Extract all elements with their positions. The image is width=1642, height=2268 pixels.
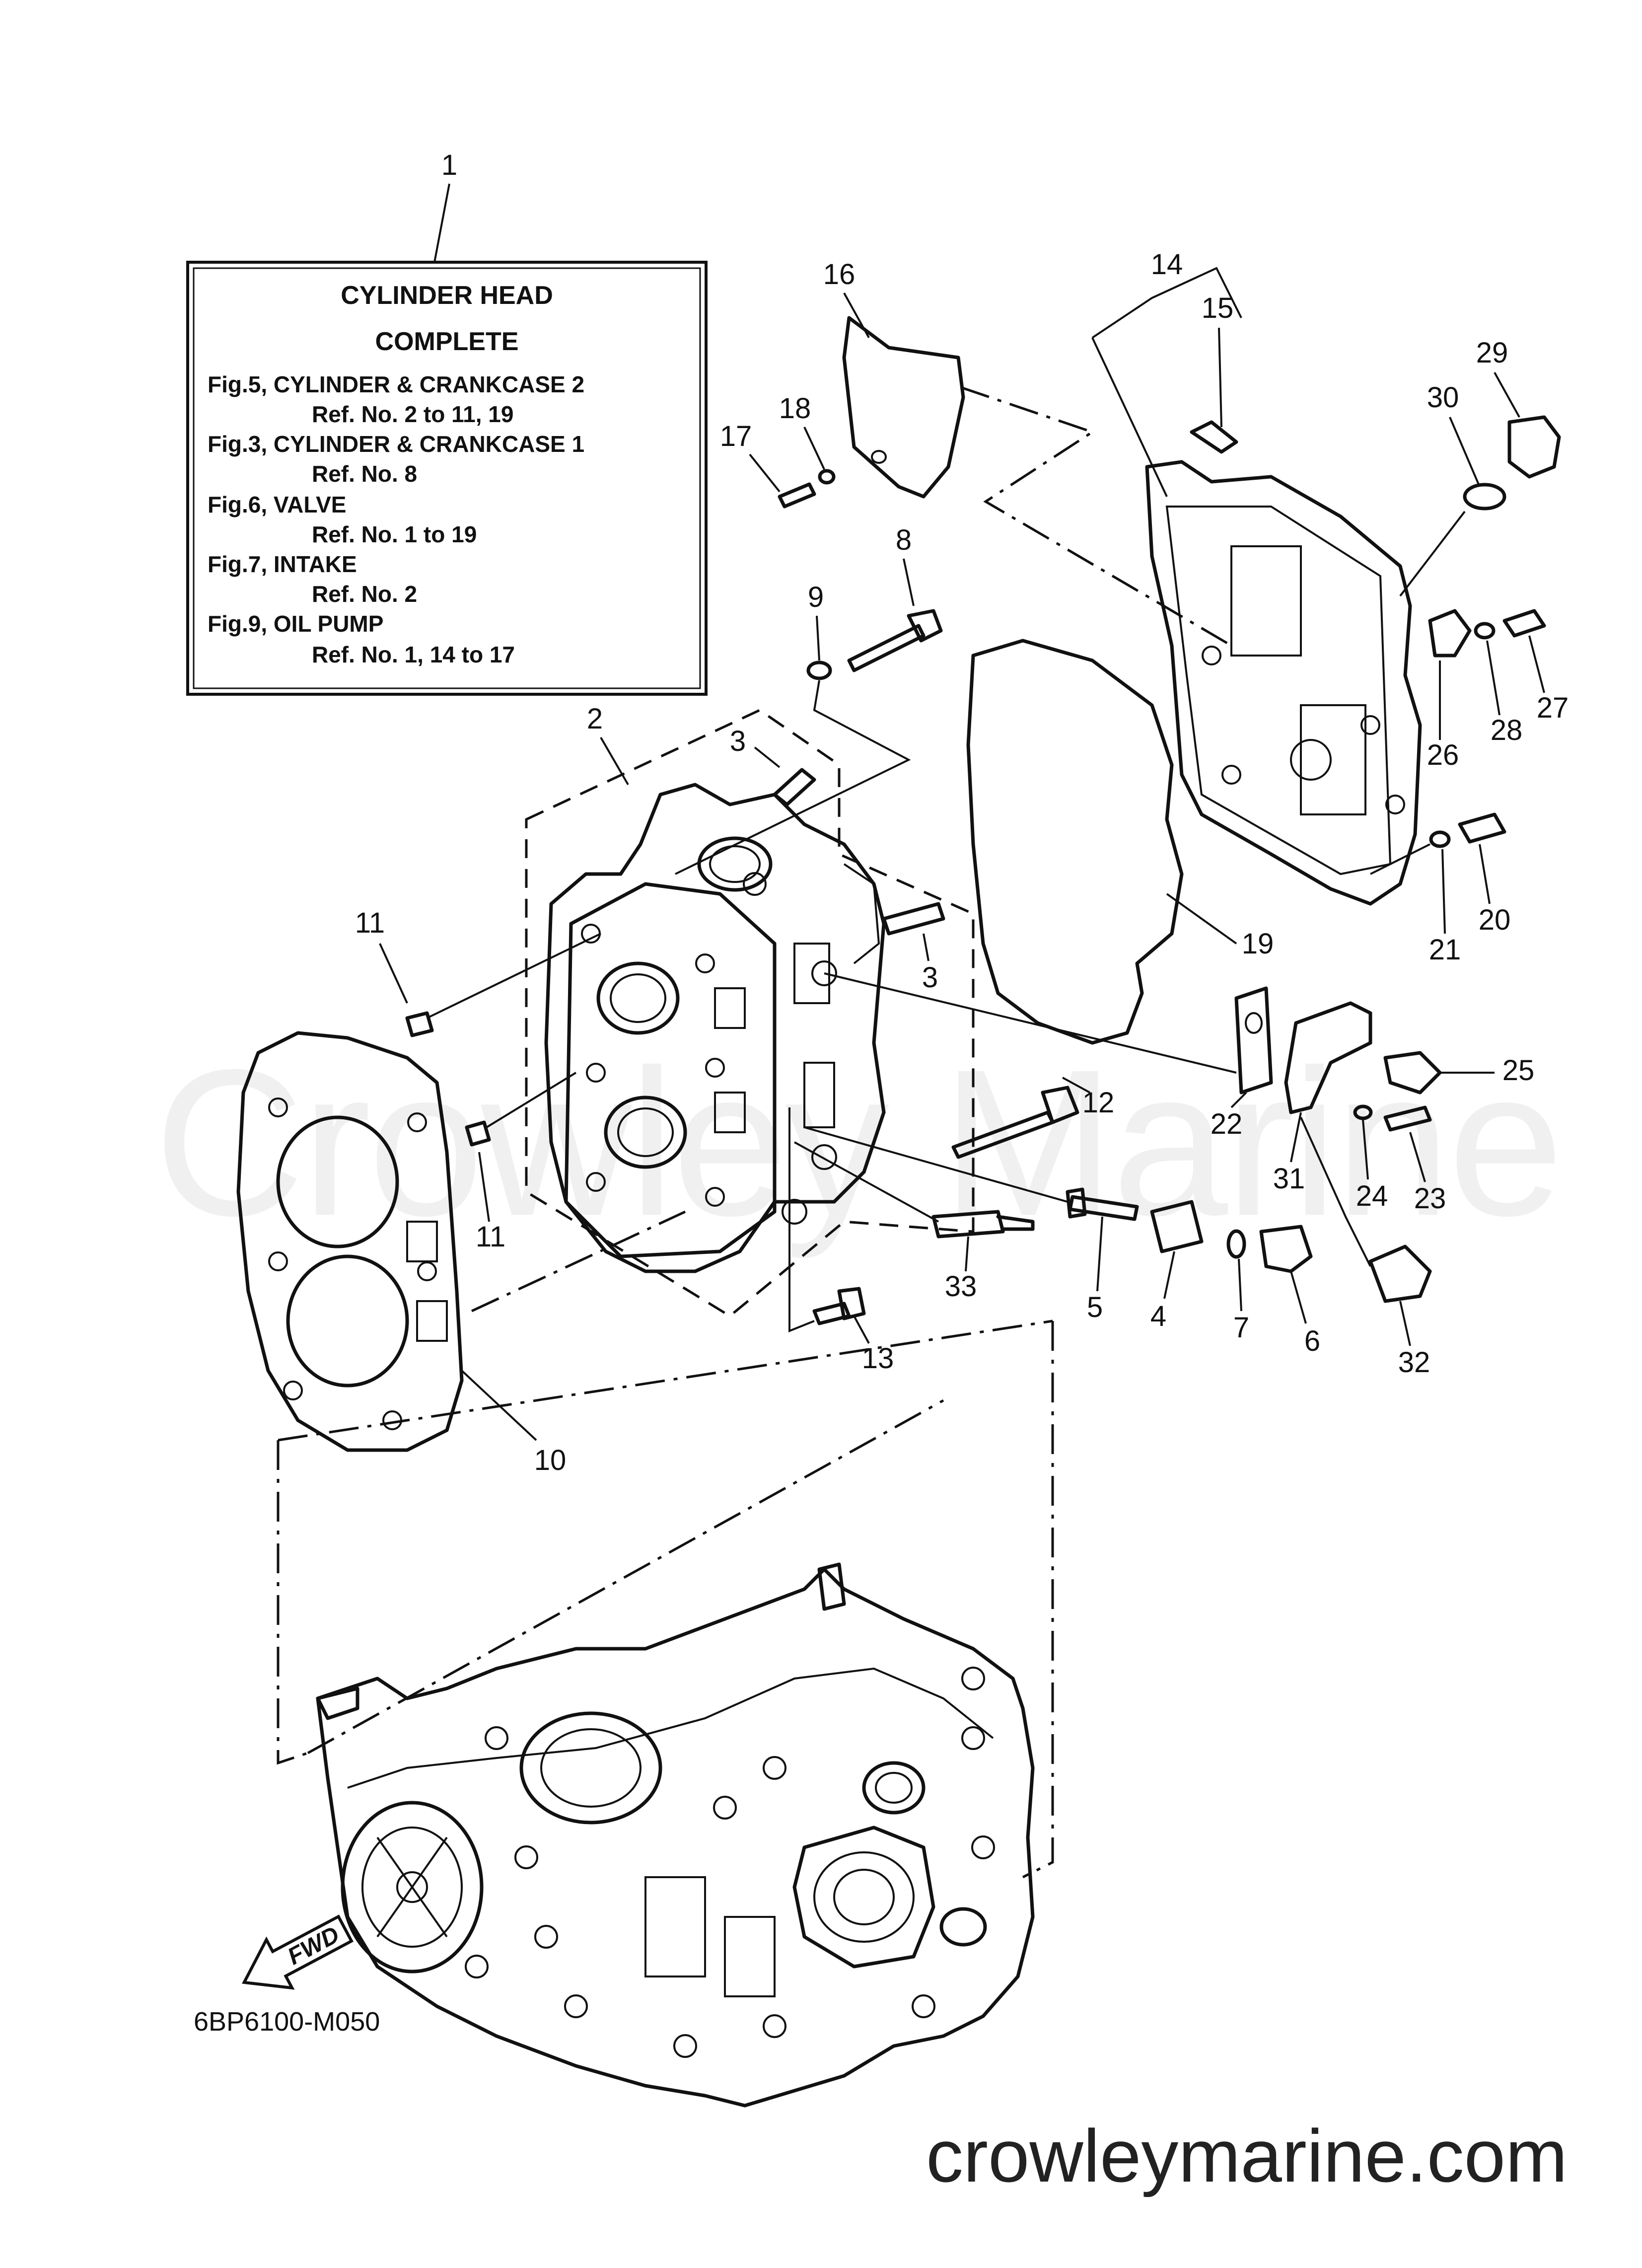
callout-30: 30 bbox=[1427, 381, 1459, 414]
callout-3a: 3 bbox=[730, 725, 746, 757]
callout-22: 22 bbox=[1211, 1108, 1243, 1140]
plug-6: 6 bbox=[1259, 1225, 1320, 1357]
info-line: Ref. No. 1, 14 to 17 bbox=[312, 642, 515, 667]
bolt-27: 27 bbox=[1502, 609, 1569, 724]
head-gasket: 10 bbox=[236, 1031, 567, 1476]
callout-23: 23 bbox=[1414, 1182, 1446, 1215]
info-line: Fig.9, OIL PUMP bbox=[208, 611, 383, 637]
crankcase-block bbox=[316, 1562, 1035, 2108]
callout-1: 1 bbox=[441, 149, 457, 181]
cylinder-head-cover: 14 bbox=[1091, 248, 1422, 906]
info-line: Ref. No. 8 bbox=[312, 461, 417, 487]
callout-32: 32 bbox=[1398, 1346, 1430, 1379]
callout-21: 21 bbox=[1429, 934, 1461, 966]
callout-16: 16 bbox=[823, 258, 856, 291]
pin-15: 15 bbox=[1190, 292, 1238, 454]
callout-14: 14 bbox=[1151, 248, 1183, 281]
washer-24: 24 bbox=[1353, 1104, 1388, 1212]
bolt-12: 12 bbox=[951, 1077, 1114, 1159]
bracket-31: 31 bbox=[1273, 1001, 1372, 1267]
alignment-frame-top bbox=[278, 1319, 1053, 1442]
cover-16: 16 bbox=[823, 258, 1232, 647]
info-box: 1 CYLINDER HEAD COMPLETE Fig.5, CYLINDER… bbox=[186, 149, 708, 696]
fwd-arrow-icon: FWD bbox=[242, 1914, 354, 1990]
info-line: Fig.6, VALVE bbox=[208, 492, 346, 517]
dowel-11-upper: 11 bbox=[355, 907, 601, 1037]
callout-8: 8 bbox=[896, 524, 912, 556]
callout-28: 28 bbox=[1491, 714, 1523, 746]
callout-15: 15 bbox=[1202, 292, 1234, 324]
info-line: Ref. No. 1 to 19 bbox=[312, 521, 477, 547]
diagram-code: 6BP6100-M050 bbox=[194, 2007, 380, 2037]
sensor-33: 33 bbox=[794, 1141, 1035, 1303]
plate-22: 22 bbox=[824, 972, 1273, 1140]
callout-27: 27 bbox=[1537, 692, 1569, 724]
sleeve-4: 4 bbox=[1150, 1200, 1204, 1332]
dowel-11-lower: 11 bbox=[465, 1072, 577, 1253]
callout-10: 10 bbox=[534, 1444, 567, 1476]
site-url[interactable]: crowleymarine.com bbox=[926, 2114, 1568, 2197]
callout-20: 20 bbox=[1479, 904, 1511, 936]
alignment-frame-left bbox=[277, 1440, 308, 1765]
callout-4: 4 bbox=[1150, 1300, 1166, 1332]
callout-17: 17 bbox=[720, 420, 752, 452]
cover-gasket-19: 19 bbox=[966, 639, 1274, 1045]
callout-29: 29 bbox=[1476, 337, 1508, 369]
info-line: Ref. No. 2 to 11, 19 bbox=[312, 401, 513, 427]
bolt-20: 20 bbox=[1458, 812, 1511, 936]
alignment-frame-diag bbox=[307, 1399, 944, 1755]
dowel-pin-upper: 3 bbox=[730, 725, 816, 806]
callout-11b: 11 bbox=[476, 1221, 505, 1253]
clamp-25: 25 bbox=[1383, 1051, 1535, 1095]
o-ring-30: 30 bbox=[1399, 381, 1506, 597]
callout-5: 5 bbox=[1087, 1291, 1103, 1323]
info-line: Fig.5, CYLINDER & CRANKCASE 2 bbox=[208, 371, 584, 397]
alignment-frame bbox=[471, 1210, 686, 1313]
washer-18: 18 bbox=[779, 392, 836, 485]
callout-3b: 3 bbox=[922, 961, 938, 994]
callout-2: 2 bbox=[587, 703, 603, 735]
info-line: Ref. No. 2 bbox=[312, 581, 417, 607]
callout-24: 24 bbox=[1356, 1180, 1388, 1212]
cylinder-head: 2 bbox=[525, 703, 975, 1318]
callout-19: 19 bbox=[1242, 928, 1274, 960]
callout-11a: 11 bbox=[355, 907, 385, 939]
info-line: Fig.3, CYLINDER & CRANKCASE 1 bbox=[208, 431, 584, 457]
o-ring-7: 7 bbox=[1226, 1229, 1249, 1344]
washer-21: 21 bbox=[1370, 830, 1461, 966]
washer-9: 9 bbox=[675, 581, 911, 875]
clip-32: 32 bbox=[1368, 1244, 1432, 1379]
callout-31: 31 bbox=[1273, 1163, 1305, 1195]
bolt-23: 23 bbox=[1383, 1105, 1446, 1215]
washer-28: 28 bbox=[1474, 622, 1523, 746]
callout-25: 25 bbox=[1502, 1054, 1535, 1087]
callout-6: 6 bbox=[1304, 1325, 1320, 1357]
screw-17: 17 bbox=[720, 420, 816, 509]
callout-18: 18 bbox=[779, 392, 811, 425]
screw-5: 5 bbox=[804, 1126, 1139, 1323]
dowel-pin-lower: 3 bbox=[882, 902, 945, 994]
oil-cap-29: 29 bbox=[1476, 337, 1561, 479]
callout-9: 9 bbox=[808, 581, 824, 613]
alignment-frame-right bbox=[1022, 1321, 1054, 1879]
bolt-8: 8 bbox=[847, 524, 943, 672]
info-line: Fig.7, INTAKE bbox=[208, 551, 357, 577]
clamp-26: 26 bbox=[1427, 609, 1472, 771]
info-box-subtitle: COMPLETE bbox=[375, 327, 519, 356]
callout-26: 26 bbox=[1427, 739, 1459, 771]
callout-33: 33 bbox=[945, 1270, 977, 1303]
info-box-title: CYLINDER HEAD bbox=[341, 281, 553, 310]
callout-7: 7 bbox=[1233, 1312, 1249, 1344]
